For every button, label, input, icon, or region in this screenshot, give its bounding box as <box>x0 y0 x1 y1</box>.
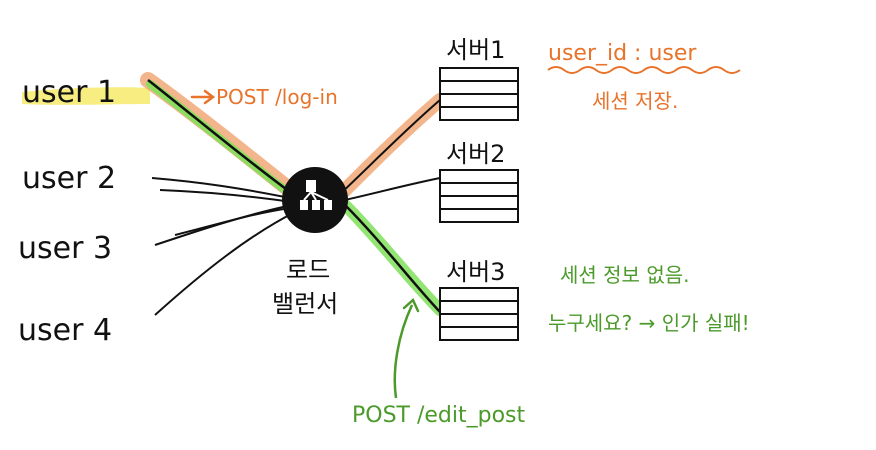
load-balancer-label-line2: 밸런서 <box>272 290 338 318</box>
user2-line-b <box>160 190 292 202</box>
server1-label: 서버1 <box>446 36 505 64</box>
server3-stack <box>440 288 518 340</box>
session-key-underline <box>548 67 740 73</box>
lb-to-server3-line <box>345 205 440 312</box>
no-session-label: 세션 정보 없음. <box>560 263 689 287</box>
user2-label: user 2 <box>22 161 116 196</box>
edit-request-arrow <box>395 305 412 398</box>
server3-label: 서버3 <box>446 258 505 286</box>
user3-label: user 3 <box>18 231 112 266</box>
server2-stack <box>440 170 518 222</box>
login-request-label: POST /log-in <box>216 85 338 109</box>
load-balancer-node <box>282 167 348 233</box>
login-arrow-icon <box>192 91 213 103</box>
server2-label: 서버2 <box>446 140 505 168</box>
session-key-label: user_id : user <box>548 41 697 66</box>
edit-request-label: POST /edit_post <box>352 403 526 428</box>
user4-label: user 4 <box>18 313 112 348</box>
user3-line-b <box>175 208 290 235</box>
server1-stack <box>440 68 518 120</box>
session-saved-label: 세션 저장. <box>592 89 678 113</box>
user1-label: user 1 <box>22 75 116 110</box>
load-balancer-label-line1: 로드 <box>286 256 330 284</box>
auth-fail-label: 누구세요? → 인가 실패! <box>548 311 750 335</box>
